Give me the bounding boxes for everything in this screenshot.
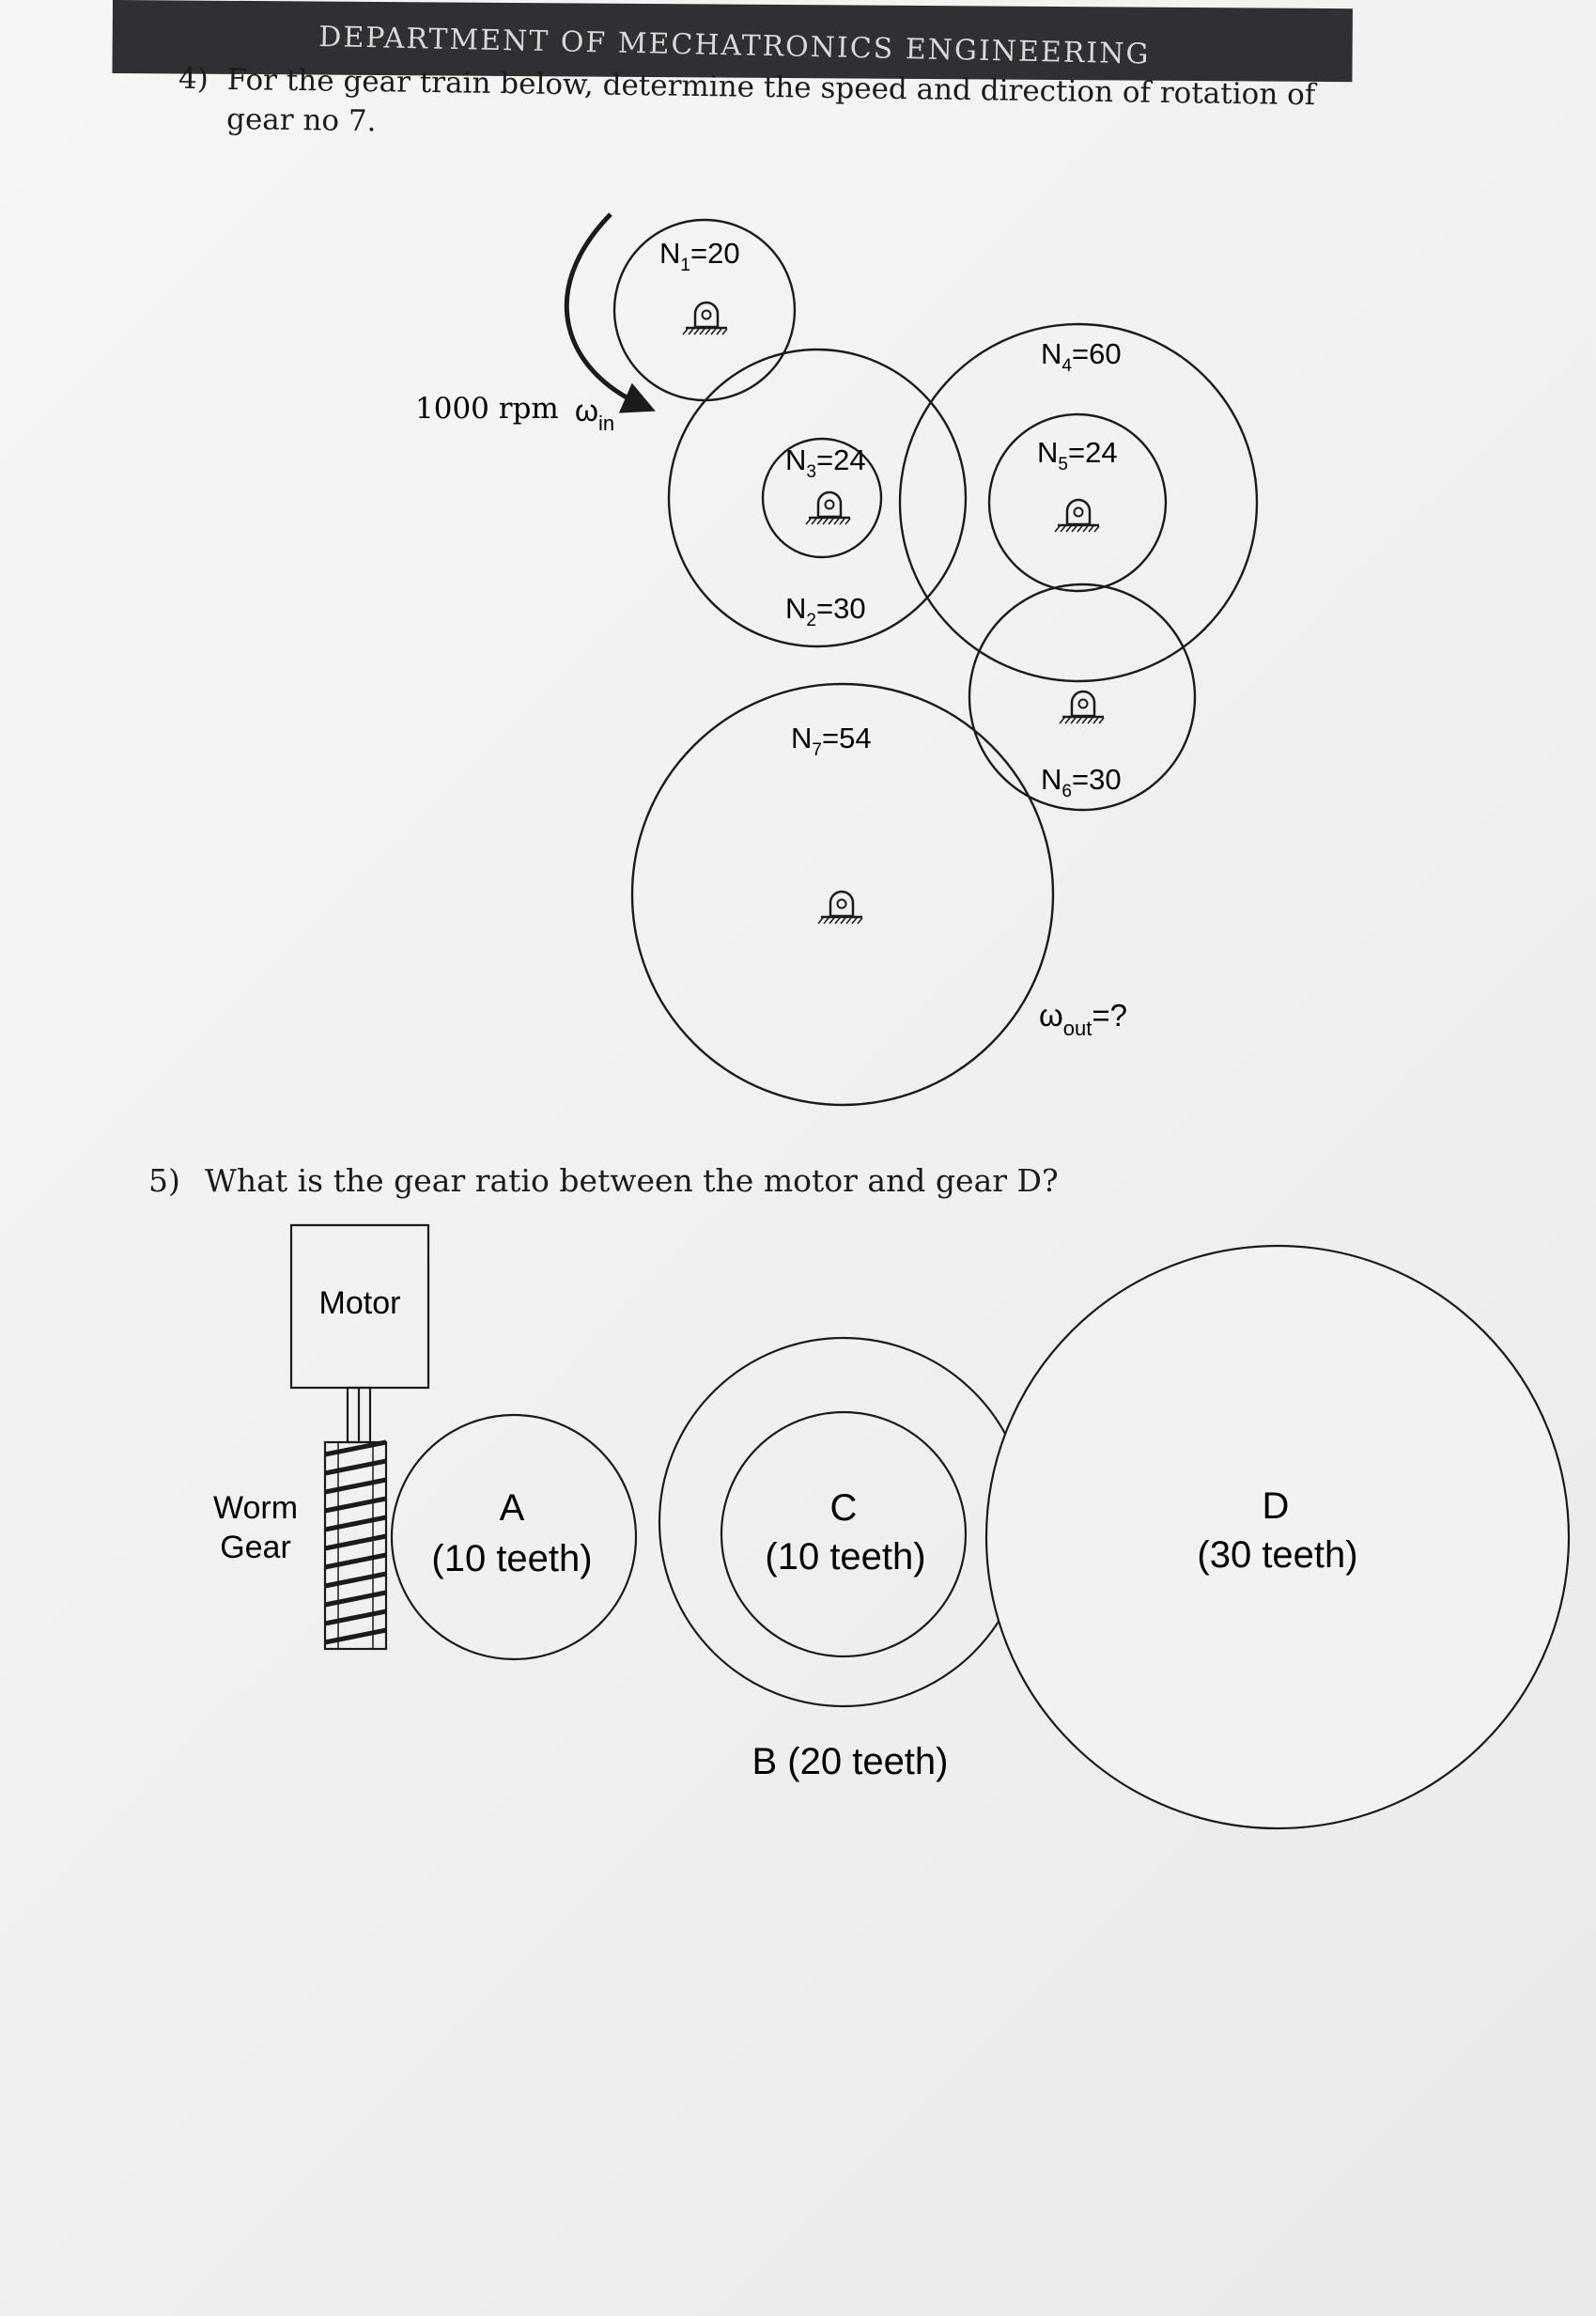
gear-2-label: N2=30 xyxy=(785,592,866,630)
pivot-gear-6 xyxy=(1058,690,1106,725)
pivot-gear-5 xyxy=(1053,498,1101,534)
gear-a-name: A xyxy=(500,1487,525,1529)
pivot-gear-3 xyxy=(804,490,852,526)
omega-in-label: ωin xyxy=(575,394,614,435)
pivot-gear-1 xyxy=(681,301,729,336)
worm-gear-body xyxy=(323,1440,388,1651)
gear-a-circle xyxy=(390,1413,638,1661)
question-5-text: What is the gear ratio between the motor… xyxy=(205,1162,1059,1199)
question-5-number: 5) xyxy=(148,1162,180,1199)
gear-train-q4 xyxy=(612,218,1259,1107)
gear-3-circle xyxy=(761,437,883,559)
gear-d-circle xyxy=(984,1244,1571,1830)
gear-6-circle xyxy=(968,583,1197,812)
gear-7-circle xyxy=(630,682,1055,1107)
input-rotation-arrow xyxy=(564,212,656,413)
gear-6-label: N6=30 xyxy=(1041,763,1122,801)
gear-b-label: B (20 teeth) xyxy=(752,1741,948,1782)
worm-label-line2: Gear xyxy=(220,1530,291,1565)
gear-d-teeth: (30 teeth) xyxy=(1197,1534,1357,1576)
motor-label: Motor xyxy=(319,1285,401,1321)
omega-out-symbol: ω xyxy=(1039,998,1063,1033)
gear-4-label: N4=60 xyxy=(1041,337,1122,376)
worm-gear-threads xyxy=(324,1439,387,1645)
gear-a-teeth: (10 teeth) xyxy=(431,1538,592,1579)
worm-label-line1: Worm xyxy=(213,1490,298,1526)
omega-in-symbol: ω xyxy=(575,394,598,427)
gear-train-q5 xyxy=(289,1223,1571,1830)
gear-1-label: N1=20 xyxy=(659,237,740,275)
gear-c-circle xyxy=(720,1410,968,1658)
gear-5-circle xyxy=(987,412,1168,593)
gear-4-circle xyxy=(898,322,1259,683)
gear-7-label: N7=54 xyxy=(791,722,872,760)
gear-2-circle xyxy=(667,348,968,648)
input-speed-label: 1000 rpm xyxy=(415,392,559,426)
omega-out-unknown: =? xyxy=(1092,998,1127,1033)
gear-c-name: C xyxy=(830,1487,858,1529)
gear-d-name: D xyxy=(1263,1485,1290,1527)
gear-5-label: N5=24 xyxy=(1037,436,1118,474)
pivot-gear-7 xyxy=(816,890,864,925)
omega-in-subscript: in xyxy=(598,412,614,435)
gear-3-label: N3=24 xyxy=(785,443,866,482)
gear-c-teeth: (10 teeth) xyxy=(765,1536,925,1578)
omega-out-label: ωout=? xyxy=(1039,998,1127,1040)
omega-out-subscript: out xyxy=(1063,1017,1092,1040)
